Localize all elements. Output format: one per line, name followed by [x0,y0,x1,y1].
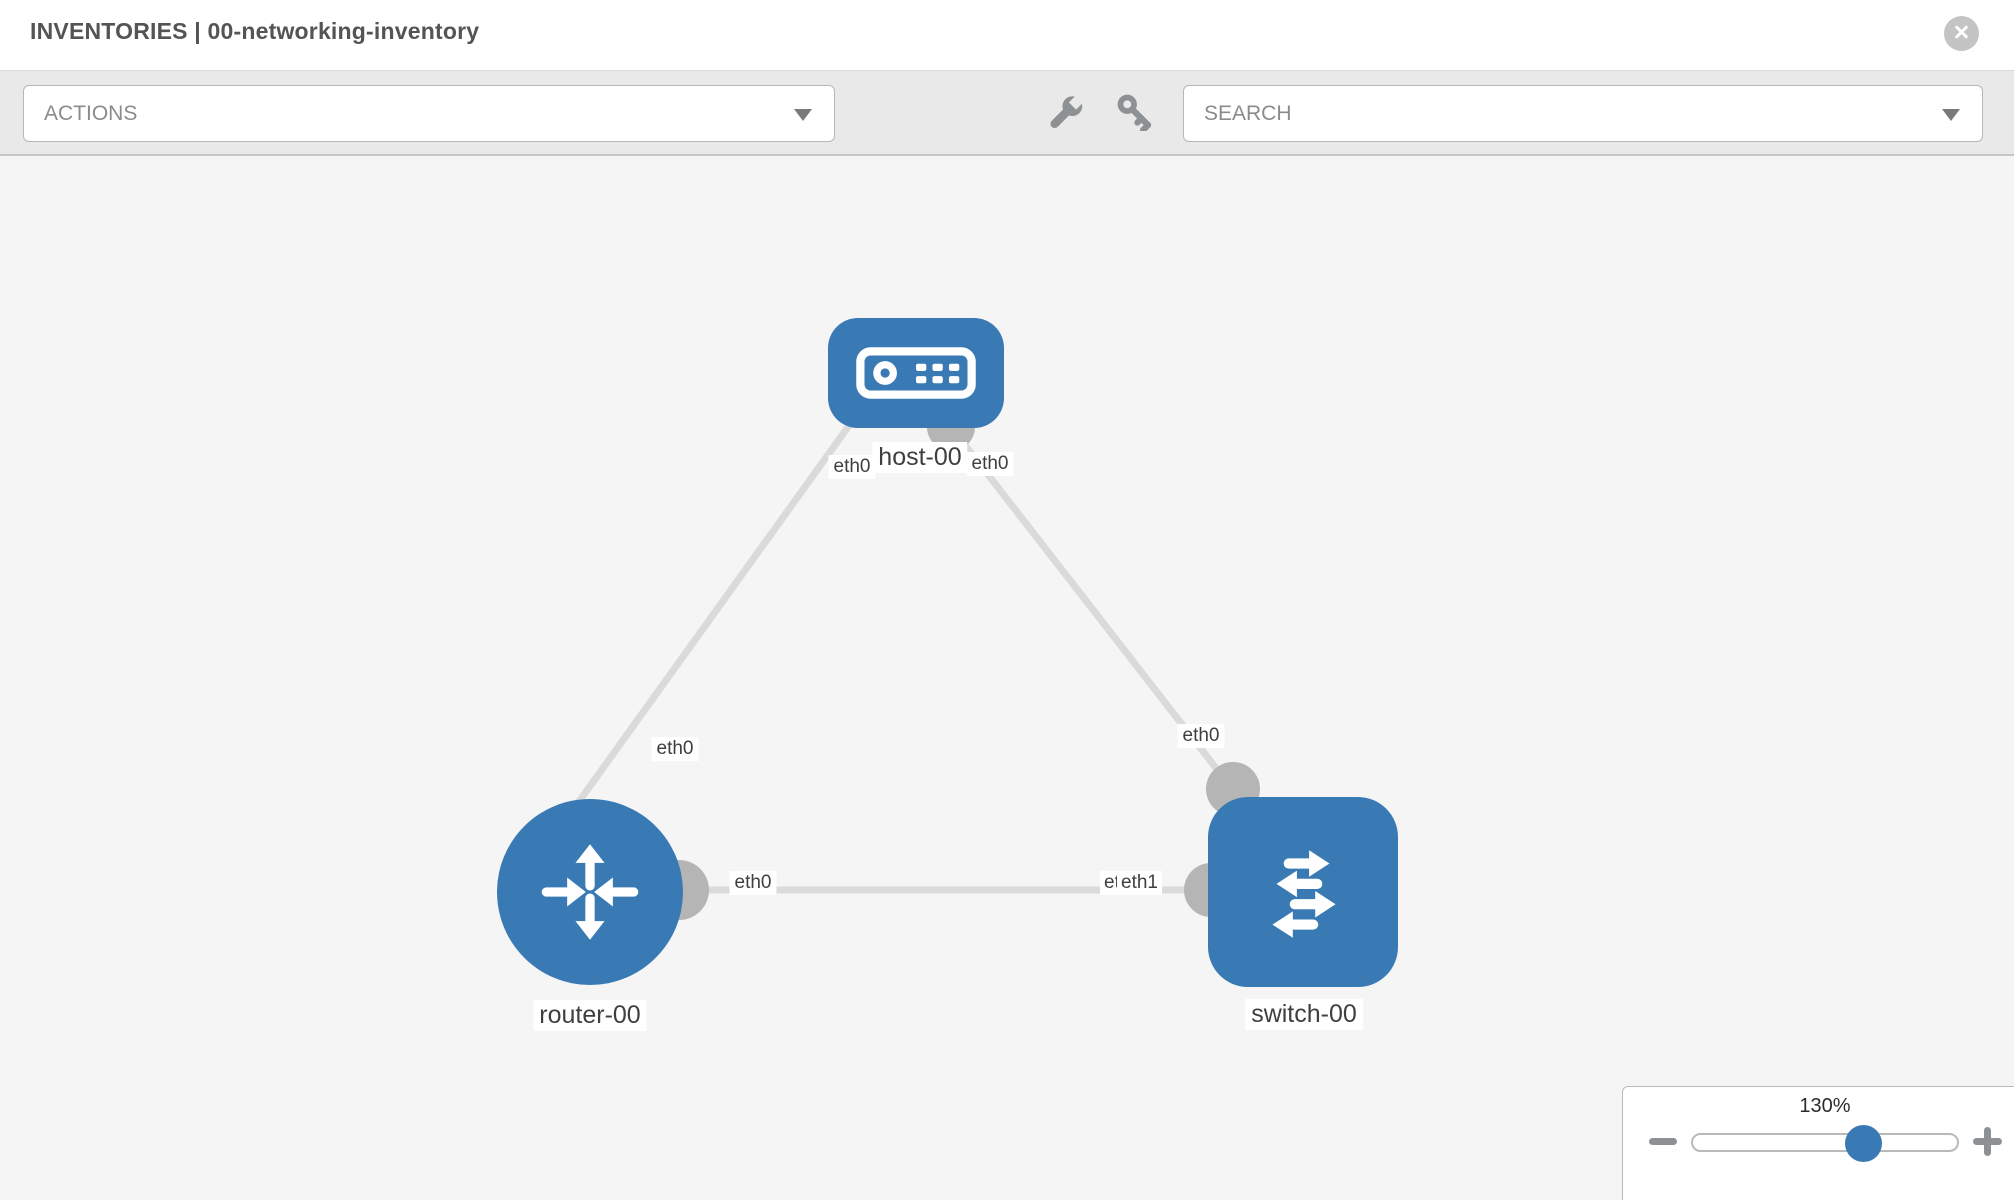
header: INVENTORIES | 00-networking-inventory × [0,0,2014,71]
zoom-slider-thumb[interactable] [1845,1125,1882,1162]
chevron-down-icon [1942,108,1960,121]
credentials-key-button[interactable] [1116,93,1160,137]
node-host-00[interactable] [828,318,1004,428]
zoom-control-panel: 130% [1622,1086,2014,1200]
switch-icon [1272,850,1336,938]
node-label-switch: switch-00 [1245,999,1363,1030]
toolbar: ACTIONS SEARCH [0,71,2014,156]
zoom-slider-track[interactable] [1691,1133,1959,1152]
node-router-00[interactable] [497,799,683,985]
node-label-host: host-00 [872,442,968,473]
router-icon [541,844,639,940]
port-label-router-uplink: eth0 [651,737,699,761]
close-button[interactable]: × [1944,16,1979,51]
chevron-down-icon [794,108,812,121]
node-label-router: router-00 [533,1000,647,1031]
wrench-icon [1050,93,1085,129]
node-switch-00[interactable] [1208,797,1398,987]
configure-wrench-button[interactable] [1046,93,1090,137]
link-host-router[interactable] [572,417,856,810]
port-label-host-left: eth0 [828,455,876,479]
port-label-switch-uplink: eth0 [1177,724,1225,748]
host-icon [856,347,976,399]
zoom-level-value: 130% [1799,1095,1851,1117]
key-icon [1117,94,1152,134]
port-label-mid-switch-side: eth0 eth1 [1100,871,1190,899]
plus-icon [1984,1127,1991,1156]
page-title: INVENTORIES | 00-networking-inventory [30,18,480,44]
port-label-mid-router-side: eth0 [729,871,777,895]
search-dropdown-label: SEARCH [1204,102,1292,125]
port-label-mid-switch-over: eth1 [1117,871,1162,895]
actions-dropdown[interactable]: ACTIONS [23,85,835,142]
zoom-in-button[interactable] [1973,1127,2002,1156]
zoom-out-button[interactable] [1649,1138,1677,1145]
actions-dropdown-label: ACTIONS [44,102,138,125]
search-dropdown[interactable]: SEARCH [1183,85,1983,142]
port-label-host-right: eth0 [966,452,1014,476]
